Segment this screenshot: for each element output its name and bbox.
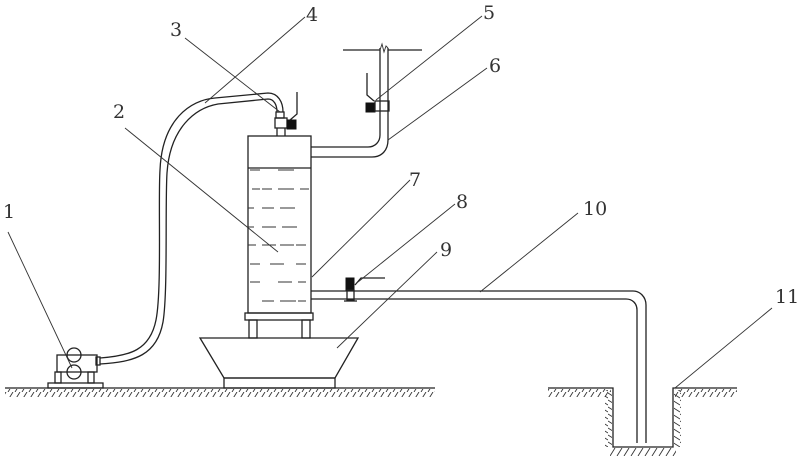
water-tank [244, 135, 314, 339]
hose [99, 92, 284, 365]
discharge-valve [344, 277, 385, 302]
label-6-overflow-pipe: 6 [489, 55, 501, 77]
pump [47, 347, 104, 389]
label-10-discharge-pipe: 10 [583, 198, 607, 220]
label-9-basin: 9 [440, 239, 452, 261]
label-1-pump: 1 [3, 201, 15, 223]
label-2-water: 2 [113, 101, 125, 123]
overflow-valve [365, 73, 390, 113]
ground-right-with-pit [548, 387, 737, 456]
overflow-pipe [311, 42, 422, 158]
inlet-valve [274, 92, 298, 136]
ground-left [5, 387, 435, 397]
leader-lines [7, 15, 773, 389]
label-5-overflow-valve: 5 [483, 2, 495, 24]
label-7-tank: 7 [409, 169, 421, 191]
label-8-discharge-valve: 8 [456, 191, 468, 213]
label-11-pit: 11 [775, 286, 799, 308]
label-3-inlet-valve: 3 [170, 19, 182, 41]
label-4-hose: 4 [306, 4, 318, 26]
discharge-pipe [311, 290, 647, 443]
basin [198, 337, 360, 389]
